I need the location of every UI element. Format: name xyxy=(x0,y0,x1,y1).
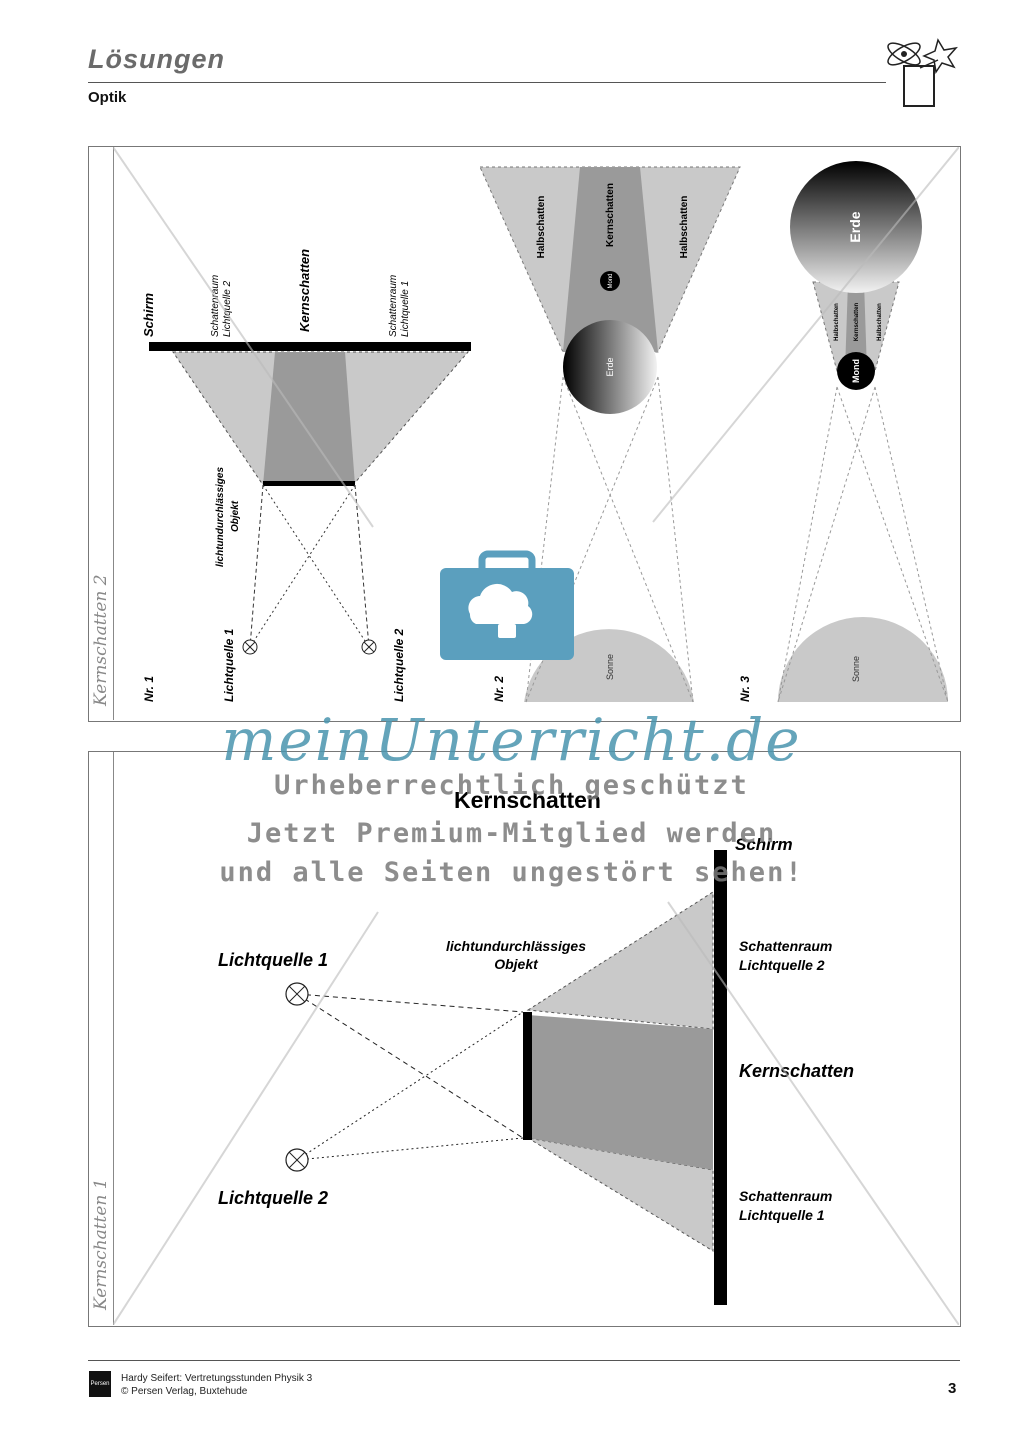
bottom-object-line1: lichtundurchlässiges xyxy=(446,938,586,954)
nr3-moon xyxy=(837,352,875,390)
briefcase-cloud-icon xyxy=(440,550,574,660)
nr3-mond: Mond xyxy=(851,359,861,383)
bottom-ls1-label: Lichtquelle 1 xyxy=(218,950,328,970)
nr2-halb-right: Halbschatten xyxy=(679,196,690,259)
panel-side-strip-2 xyxy=(89,147,114,720)
bottom-shadow-ls1-line2: Lichtquelle 1 xyxy=(739,1207,825,1223)
nr3-halb-left: Halbschatten xyxy=(834,303,840,341)
nr1-screen-bar xyxy=(149,342,471,351)
bottom-core-label: Kernschatten xyxy=(739,1061,854,1081)
bottom-shadow-ls2-line2: Lichtquelle 2 xyxy=(739,957,825,973)
top-diagrams: Schirm Schattenraum Lichtquelle 2 Kernsc… xyxy=(113,147,959,703)
bottom-ls2-label: Lichtquelle 2 xyxy=(218,1188,328,1208)
nr1-object-line1: lichtundurchlässiges xyxy=(215,467,226,567)
page-number: 3 xyxy=(948,1380,957,1397)
watermark-line-2: Jetzt Premium-Mitglied werden xyxy=(246,818,777,849)
footer-line-2: © Persen Verlag, Buxtehude xyxy=(121,1386,248,1397)
nr1-shadow-ls1-line2: Lichtquelle 1 xyxy=(400,281,411,337)
nr1-screen-label: Schirm xyxy=(141,292,156,337)
nr3-sonne: Sonne xyxy=(851,656,861,682)
panel-kernschatten-2 xyxy=(88,146,961,722)
nr3-sun xyxy=(778,617,948,702)
watermark-line-1: Urheberrechtlich geschützt xyxy=(274,770,749,801)
nr2-number: Nr. 2 xyxy=(492,676,506,702)
nr1-core-label: Kernschatten xyxy=(297,249,312,332)
nr1-shadow-ls2-line1: Schattenraum xyxy=(210,275,221,337)
footer-line-1: Hardy Seifert: Vertretungsstunden Physik… xyxy=(121,1373,313,1384)
side-label-kernschatten-1: Kernschatten 1 xyxy=(91,1178,111,1310)
header-rule xyxy=(88,82,886,83)
publisher-logo-icon: Persen xyxy=(89,1371,111,1397)
nr2-mond: Mond xyxy=(608,273,614,288)
bottom-object-bar xyxy=(523,1012,532,1140)
nr2-kern: Kernschatten xyxy=(605,183,616,247)
nr3-halb-right: Halbschatten xyxy=(877,303,883,341)
bottom-shadow-ls1-line1: Schattenraum xyxy=(739,1188,832,1204)
page-header-subtitle: Optik xyxy=(88,89,127,106)
nr2-sonne: Sonne xyxy=(605,654,615,680)
nr1-shadow-ls2-line2: Lichtquelle 2 xyxy=(222,280,233,337)
watermark-line-3: und alle Seiten ungestört sehen! xyxy=(219,857,804,888)
page-header-title: Lösungen xyxy=(88,44,225,74)
nr2-halb-left: Halbschatten xyxy=(536,196,547,259)
nr3-number: Nr. 3 xyxy=(738,676,752,702)
nr1-diagram: Schirm Schattenraum Lichtquelle 2 Kernsc… xyxy=(141,249,471,702)
bottom-diagram: Kernschatten Schirm Lichtquelle 1 Lichtq… xyxy=(113,787,959,1325)
nr1-number: Nr. 1 xyxy=(142,676,156,702)
nr2-diagram: Halbschatten Kernschatten Halbschatten M… xyxy=(479,166,741,703)
nr2-erde: Erde xyxy=(605,357,615,376)
bottom-screen-bar xyxy=(714,850,727,1305)
panel-side-strip-1 xyxy=(89,752,114,1325)
bottom-title: Kernschatten xyxy=(454,787,601,813)
footer-credits: Hardy Seifert: Vertretungsstunden Physik… xyxy=(121,1372,312,1398)
nr3-kern: Kernschatten xyxy=(854,302,860,341)
nr3-diagram: Erde Halbschatten Kernschatten Halbschat… xyxy=(738,161,949,703)
publisher-logo-text: Persen xyxy=(90,1381,110,1387)
nr3-erde: Erde xyxy=(847,211,863,242)
nr2-earth xyxy=(563,320,657,414)
side-label-kernschatten-2: Kernschatten 2 xyxy=(91,574,111,706)
nr1-ls1-label: Lichtquelle 1 xyxy=(222,628,236,702)
nr1-ls2-label: Lichtquelle 2 xyxy=(392,628,406,702)
nr1-object-line2: Objekt xyxy=(230,500,241,532)
nr1-shadow-ls1-line1: Schattenraum xyxy=(388,275,399,337)
panel-kernschatten-1 xyxy=(88,751,961,1327)
nr3-earth xyxy=(790,161,922,293)
bottom-object-line2: Objekt xyxy=(494,956,539,972)
footer-rule xyxy=(88,1360,960,1361)
bottom-shadow-ls2-line1: Schattenraum xyxy=(739,938,832,954)
bottom-screen-label: Schirm xyxy=(735,835,793,854)
nr1-object-bar xyxy=(263,481,355,486)
watermark-brand: meinUnterricht.de xyxy=(221,706,802,774)
nr2-moon xyxy=(600,271,620,291)
atom-flower-logo-icon xyxy=(887,38,958,107)
